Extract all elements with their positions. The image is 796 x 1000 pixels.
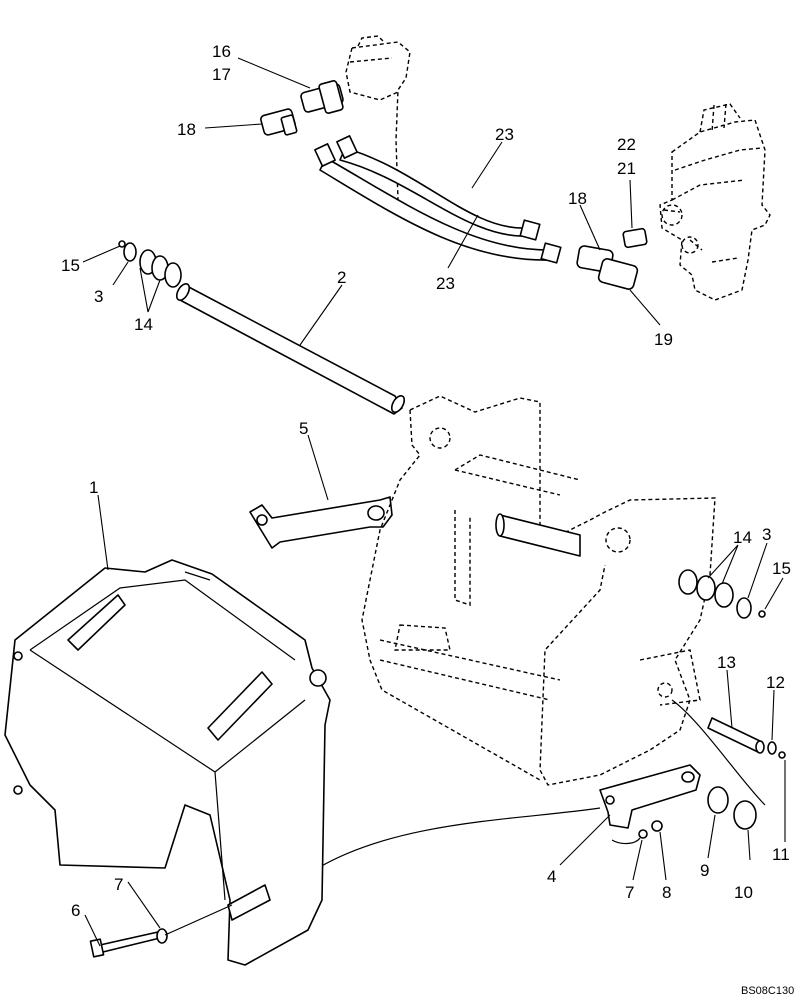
right-shim-stack xyxy=(678,569,766,619)
drawing-code: BS08C130 xyxy=(741,985,794,997)
callout-7: 7 xyxy=(625,883,634,902)
callout-14: 14 xyxy=(134,315,153,334)
callout-5: 5 xyxy=(299,419,308,438)
callout-16: 16 xyxy=(212,42,231,61)
callout-15: 15 xyxy=(772,559,791,578)
bracket xyxy=(249,496,393,549)
callout-15: 15 xyxy=(61,256,80,275)
callout-18: 18 xyxy=(177,120,196,139)
callout-3: 3 xyxy=(94,287,103,306)
hydraulic-hoses xyxy=(314,135,562,264)
callout-3: 3 xyxy=(762,525,771,544)
callout-12: 12 xyxy=(766,673,785,692)
frame-cross-tube xyxy=(495,513,581,557)
bolt xyxy=(89,904,233,958)
callout-23: 23 xyxy=(436,274,455,293)
pivot-pin xyxy=(175,283,406,415)
callout-4: 4 xyxy=(547,867,556,886)
callout-8: 8 xyxy=(662,883,671,902)
callout-17: 17 xyxy=(212,65,231,84)
callout-22: 22 xyxy=(617,135,636,154)
callout-6: 6 xyxy=(71,901,80,920)
small-pin-group xyxy=(707,717,786,759)
tee-fitting xyxy=(300,80,344,114)
loader-frame-outline xyxy=(361,395,716,786)
filter-housing-outline xyxy=(345,35,411,201)
callout-23: 23 xyxy=(495,125,514,144)
callout-7: 7 xyxy=(114,875,123,894)
callout-14: 14 xyxy=(733,528,752,547)
callout-9: 9 xyxy=(700,861,709,880)
callout-13: 13 xyxy=(717,653,736,672)
control-valve-outline xyxy=(659,103,771,301)
callout-21: 21 xyxy=(617,159,636,178)
upper-shim-stack xyxy=(118,240,182,288)
callout-10: 10 xyxy=(734,883,753,902)
callout-1: 1 xyxy=(89,478,98,497)
callout-19: 19 xyxy=(654,330,673,349)
valve-elbow-fittings xyxy=(576,227,648,290)
lower-bracket-group xyxy=(317,699,766,869)
callout-11: 11 xyxy=(772,845,790,864)
callout-18: 18 xyxy=(568,189,587,208)
callout-2: 2 xyxy=(337,268,346,287)
elbow-fitting xyxy=(260,108,298,136)
callout-labels: 16 17 18 15 3 14 2 23 23 22 21 18 19 5 1… xyxy=(61,42,791,920)
counterweight xyxy=(4,559,331,966)
leader-lines xyxy=(82,57,786,947)
